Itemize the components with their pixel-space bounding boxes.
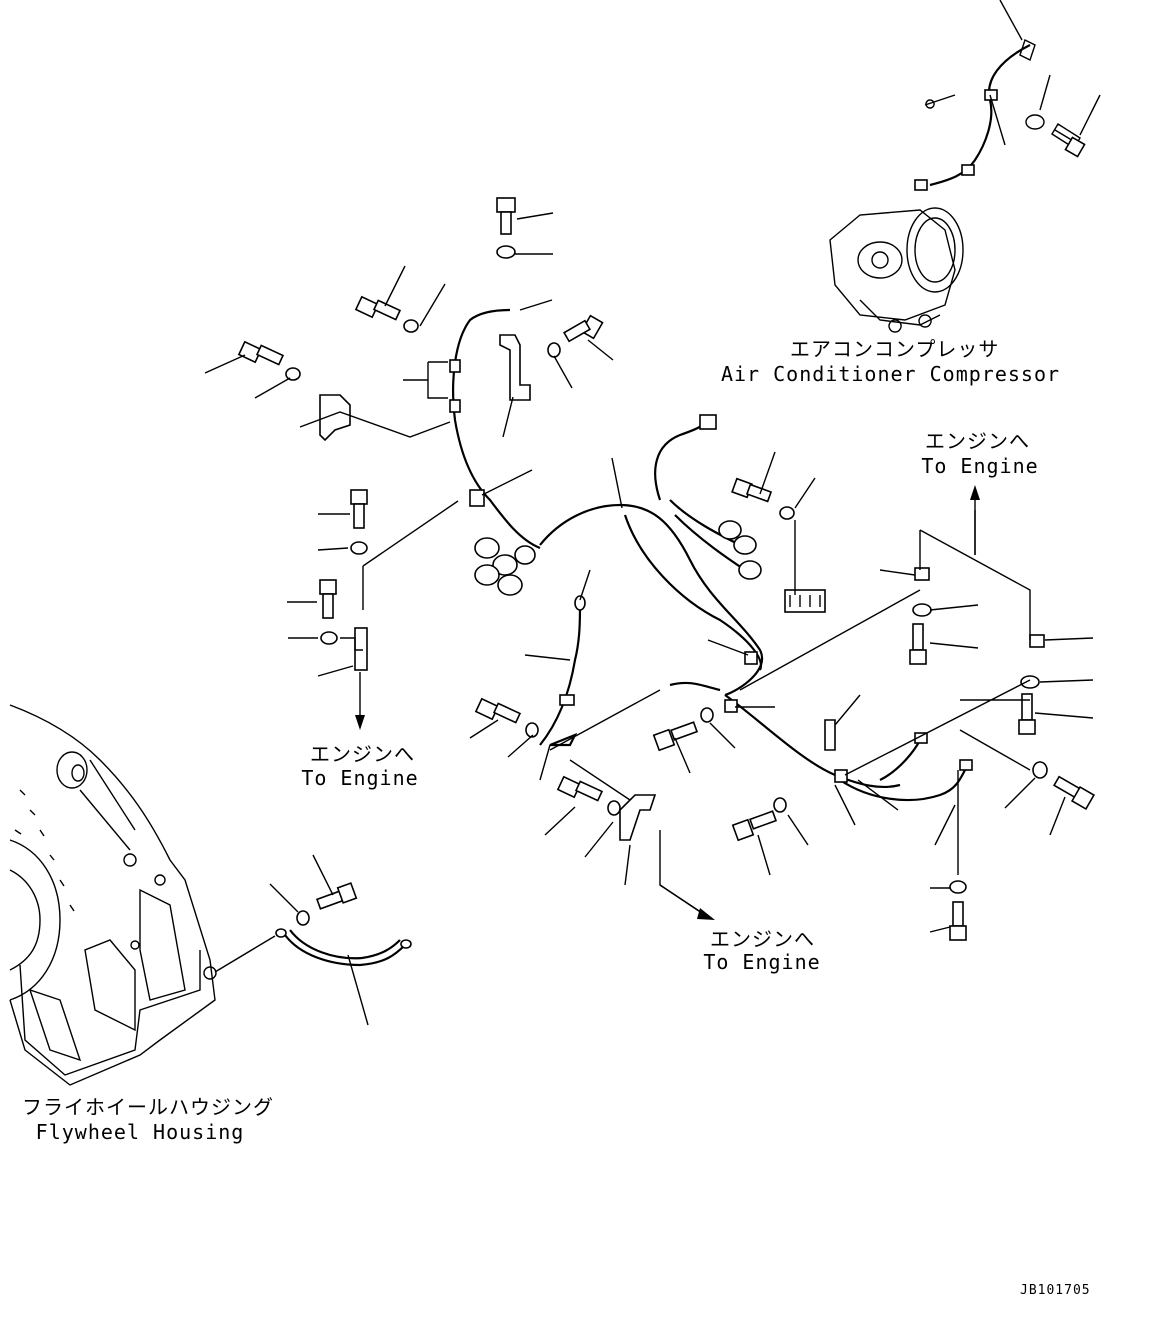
direction-arrows bbox=[355, 485, 980, 920]
to-engine-label-en-bottom: To Engine bbox=[703, 950, 821, 974]
to-engine-label-en-left: To Engine bbox=[301, 766, 419, 790]
main-harness bbox=[319, 308, 1045, 841]
flywheel-housing-label-jp: フライホイールハウジング bbox=[22, 1095, 274, 1119]
air-conditioner-label-en: Air Conditioner Compressor bbox=[720, 362, 1061, 386]
air-conditioner-compressor bbox=[829, 0, 1101, 333]
air-conditioner-label-jp: エアコンコンプレッサ bbox=[790, 337, 1000, 361]
to-engine-label-jp-bottom: エンジンへ bbox=[710, 927, 815, 951]
bolts-and-washers bbox=[237, 197, 1096, 967]
to-engine-label-jp-left: エンジンへ bbox=[310, 742, 415, 766]
to-engine-label-en-top-right: To Engine bbox=[921, 454, 1039, 478]
leader-lines bbox=[204, 212, 1094, 1026]
flywheel-housing bbox=[9, 704, 217, 1086]
drawing-code: JB101705 bbox=[1020, 1283, 1091, 1298]
to-engine-label-jp-top-right: エンジンへ bbox=[925, 429, 1030, 453]
flywheel-housing-label-en: Flywheel Housing bbox=[35, 1120, 245, 1144]
